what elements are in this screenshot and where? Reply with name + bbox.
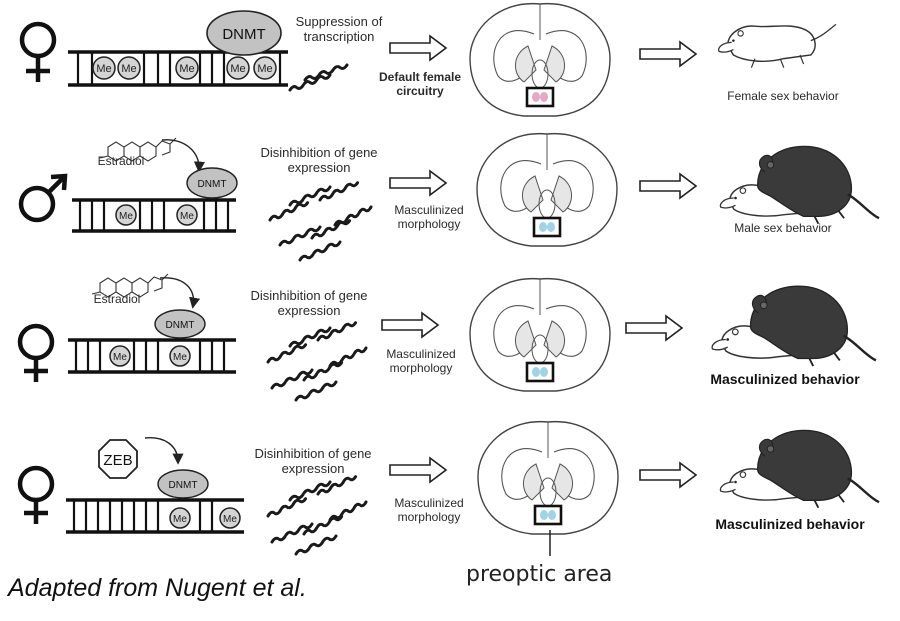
- zeb-inhibitor-octagon: [98, 439, 138, 479]
- dnmt-enzyme: [157, 469, 209, 499]
- behavior-label: Male sex behavior: [734, 221, 832, 235]
- mrna-strand: [294, 534, 338, 556]
- female-symbol-icon: [17, 465, 55, 524]
- mrna-strand: [328, 500, 368, 522]
- methyl-group: [115, 204, 198, 226]
- methyl-label: Me: [96, 63, 111, 75]
- mrna-transcripts: [266, 63, 373, 556]
- steroid-label: Estradiol: [93, 292, 141, 306]
- brain-section: [469, 3, 611, 117]
- circuit-label: Masculinized morphology: [394, 496, 464, 525]
- dnmt-label: DNMT: [166, 320, 195, 331]
- female-symbol-icon: [19, 21, 57, 82]
- dnmt-label: DNMT: [169, 480, 198, 491]
- methyl-label: Me: [113, 352, 127, 363]
- methyl-label: Me: [257, 63, 272, 75]
- mrna-strand: [266, 342, 308, 364]
- mrna-strand: [288, 326, 332, 348]
- dnmt-label: DNMT: [198, 179, 227, 190]
- estradiol-molecule-icon: [91, 273, 169, 298]
- methyl-group: [169, 507, 241, 529]
- row-1: Me Me Me Me Me DNMT: [19, 10, 288, 87]
- steroid-label: Estradiol: [97, 154, 145, 168]
- gene-effect-label: Disinhibition of gene expression: [250, 288, 368, 319]
- mrna-strand: [302, 514, 344, 536]
- mrna-strand: [302, 360, 344, 382]
- circuit-label: Masculinized morphology: [386, 347, 456, 376]
- methyl-label: Me: [223, 514, 237, 525]
- zeb-label: ZEB: [103, 452, 132, 469]
- brain-section: [469, 278, 611, 392]
- mrna-strand: [316, 320, 358, 342]
- dnmt-enzyme: [186, 167, 238, 199]
- behavior-label: Masculinized behavior: [710, 371, 860, 387]
- mrna-strand: [268, 200, 310, 222]
- gene-effect-label: Disinhibition of gene expression: [254, 446, 372, 477]
- mrna-strand: [316, 474, 358, 496]
- methyl-group: [92, 56, 277, 80]
- brain-section: [477, 421, 619, 535]
- dnmt-enzyme: [206, 10, 282, 56]
- gene-effect-label: Suppression of transcription: [295, 14, 383, 45]
- binding-arrow: [144, 437, 184, 465]
- behavior-label: Female sex behavior: [727, 89, 839, 103]
- methyl-label: Me: [230, 63, 245, 75]
- methyl-label: Me: [179, 63, 194, 75]
- brain-sections: [469, 3, 619, 535]
- mrna-strand: [270, 368, 314, 390]
- methyl-label: Me: [119, 211, 133, 222]
- behavior-label: Masculinized behavior: [715, 516, 865, 532]
- row-4: ZEB Me Me DNM: [17, 437, 244, 534]
- mrna-strand: [278, 225, 322, 247]
- row-2: Me Me DNMT: [18, 137, 238, 233]
- dna-ladder: [72, 198, 236, 233]
- methyl-group: [109, 345, 191, 367]
- binding-arrow: [161, 139, 206, 173]
- mrna-strand: [288, 480, 332, 502]
- circuit-label: Default female circuitry: [378, 70, 462, 99]
- mrna-strand: [298, 240, 342, 262]
- mrna-strand: [270, 522, 314, 544]
- mounting-rats-icon: [719, 429, 880, 509]
- mounting-rats-icon: [711, 285, 877, 367]
- circuit-label: Masculinized morphology: [394, 203, 464, 232]
- mrna-strand: [266, 496, 308, 518]
- dnmt-label: DNMT: [222, 26, 265, 43]
- male-symbol-icon: [18, 173, 68, 223]
- gene-effect-label: Disinhibition of gene expression: [260, 145, 378, 176]
- mrna-strand: [303, 63, 349, 82]
- rat-icon: [718, 23, 837, 68]
- row-3: Me Me DNMT: [17, 273, 236, 382]
- methyl-label: Me: [180, 211, 194, 222]
- binding-arrow: [159, 277, 201, 309]
- methyl-label: Me: [121, 63, 136, 75]
- female-symbol-icon: [17, 323, 55, 382]
- mrna-strand: [288, 73, 332, 92]
- mrna-strand: [328, 346, 368, 368]
- mrna-strand: [288, 185, 332, 207]
- brain-section: [476, 133, 618, 247]
- estradiol-molecule-icon: [99, 137, 177, 162]
- dna-ladder: [66, 498, 244, 534]
- preoptic-area-label: preoptic area: [466, 562, 613, 587]
- mounting-rats-icon: [719, 145, 880, 225]
- methyl-label: Me: [173, 514, 187, 525]
- dna-ladder: [68, 338, 236, 374]
- mrna-strand: [333, 205, 373, 227]
- dnmt-enzyme: [154, 309, 206, 339]
- rat-illustrations: [711, 23, 880, 509]
- methyl-label: Me: [173, 352, 187, 363]
- source-credit: Adapted from Nugent et al.: [8, 574, 307, 602]
- mrna-strand: [318, 180, 360, 202]
- mrna-strand: [294, 380, 338, 402]
